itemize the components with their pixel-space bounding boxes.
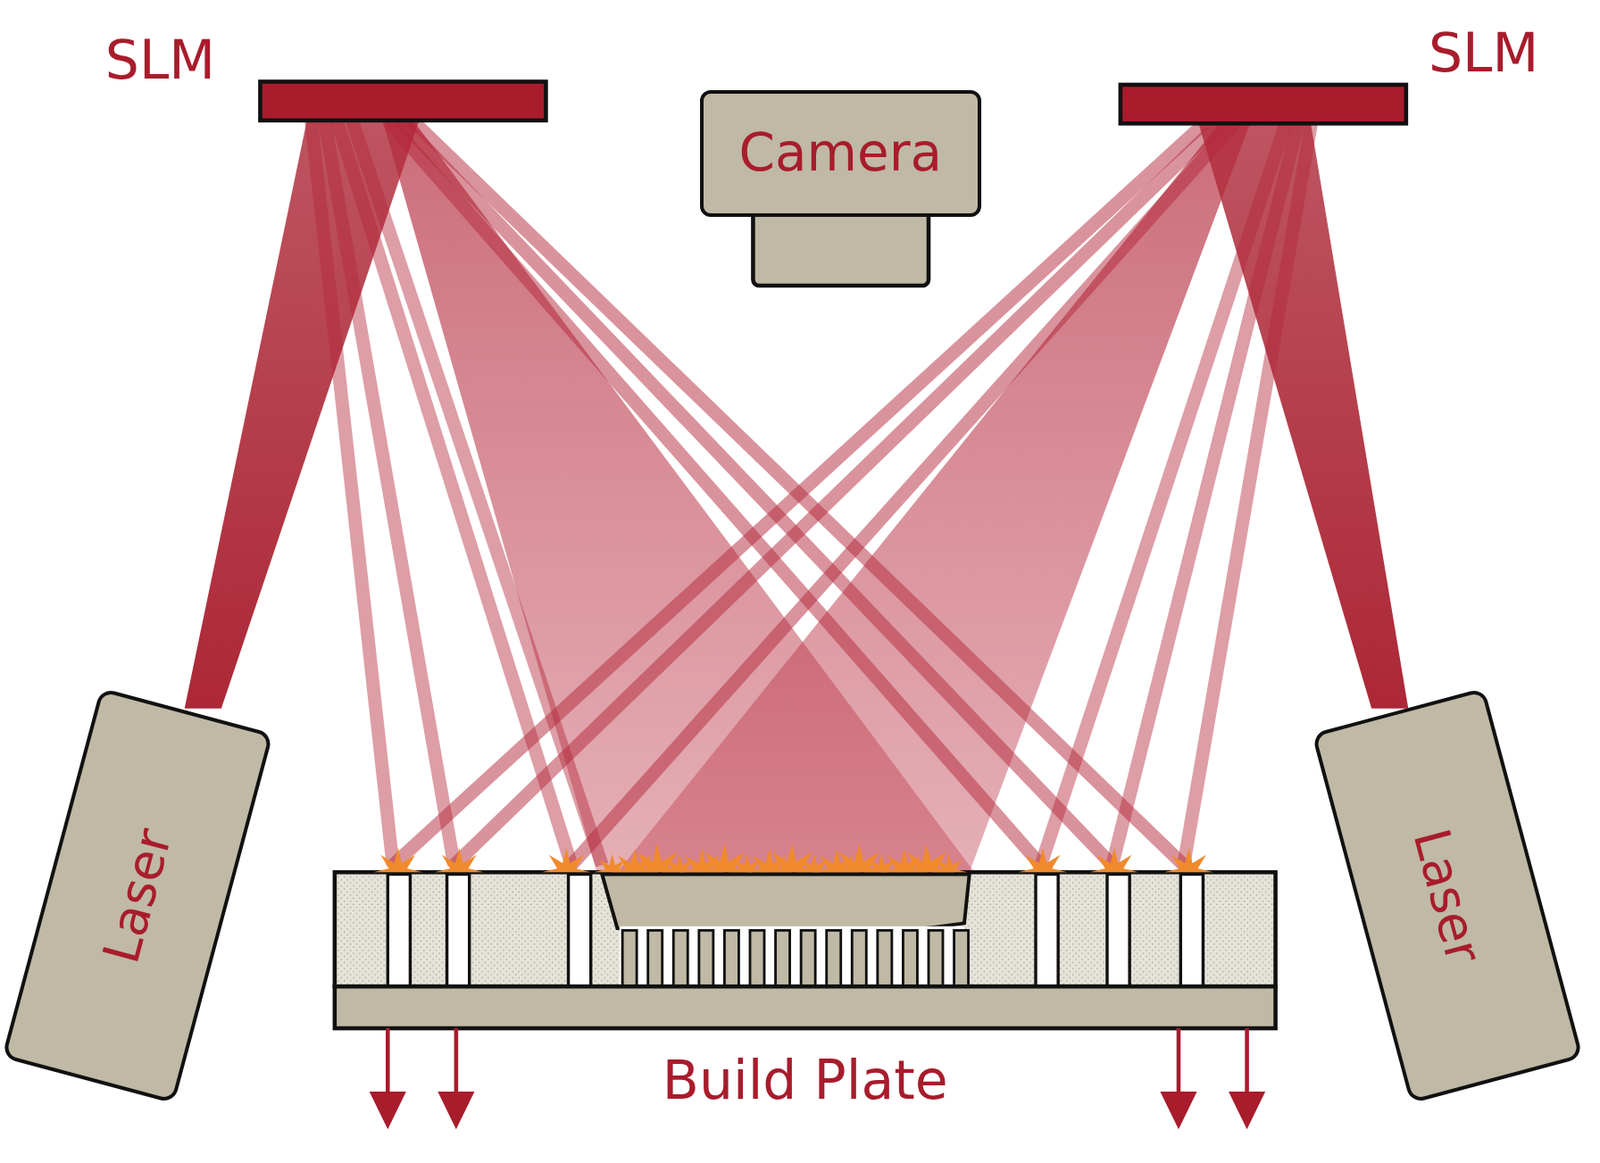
laser-box: Laser <box>1 688 274 1105</box>
support <box>699 930 714 987</box>
spark <box>1090 848 1140 873</box>
laser-box: Laser <box>1311 688 1584 1105</box>
slm-panel <box>1120 84 1407 124</box>
arrow-shaft <box>1244 1028 1250 1102</box>
beam <box>387 120 1041 866</box>
printed-pillars <box>387 875 1203 988</box>
support <box>902 930 917 987</box>
support <box>826 930 842 987</box>
pillar <box>568 875 592 988</box>
pillar <box>1107 875 1130 988</box>
spark <box>541 848 592 873</box>
arrow-shaft <box>1176 1028 1182 1102</box>
slm-panel: SLM <box>259 81 546 120</box>
node-label: SLM <box>1428 23 1539 83</box>
spark <box>1164 848 1214 873</box>
node-label: Build Plate <box>662 1050 949 1110</box>
pillar <box>447 875 470 988</box>
arrow-head <box>1228 1091 1266 1130</box>
support <box>954 930 969 987</box>
support <box>800 930 816 987</box>
support <box>724 930 739 987</box>
spark <box>373 848 423 873</box>
support <box>775 930 791 987</box>
slm-panel <box>259 82 546 121</box>
spark <box>434 848 484 873</box>
spark <box>1018 848 1068 873</box>
beam <box>392 123 1205 866</box>
support <box>673 930 688 987</box>
arrow-shaft <box>454 1028 459 1102</box>
camera-lens <box>752 208 929 286</box>
arrow-head <box>1159 1091 1197 1130</box>
beam <box>311 120 393 866</box>
arrow-head <box>437 1091 475 1130</box>
beam <box>454 123 1220 866</box>
build-plate-node: Build Plate <box>334 872 1276 1029</box>
arrow-shaft <box>385 1028 391 1102</box>
support <box>851 930 867 987</box>
melt-sparks <box>373 843 1214 873</box>
pillar <box>1180 875 1203 988</box>
beam <box>571 123 1235 866</box>
node-label: SLM <box>105 30 216 90</box>
plate-motion-arrows <box>369 1028 1266 1130</box>
pillar <box>1035 875 1059 988</box>
spark <box>930 854 967 874</box>
laser-beams <box>311 120 1312 873</box>
support-struts <box>619 926 969 987</box>
node-label: Laser <box>93 823 183 969</box>
arrow-head <box>369 1091 407 1130</box>
camera-box: Camera <box>700 90 982 218</box>
support <box>648 930 663 987</box>
node-label: Camera <box>739 125 943 183</box>
support <box>750 930 765 987</box>
node-label: Laser <box>1402 823 1492 969</box>
support <box>622 930 637 987</box>
support-bg <box>619 926 965 987</box>
pillar <box>387 875 410 988</box>
powder-bed <box>334 872 1276 987</box>
build-plate <box>334 986 1276 1029</box>
slm-panel: SLM <box>1120 84 1407 124</box>
support <box>928 930 943 987</box>
support <box>877 930 892 987</box>
